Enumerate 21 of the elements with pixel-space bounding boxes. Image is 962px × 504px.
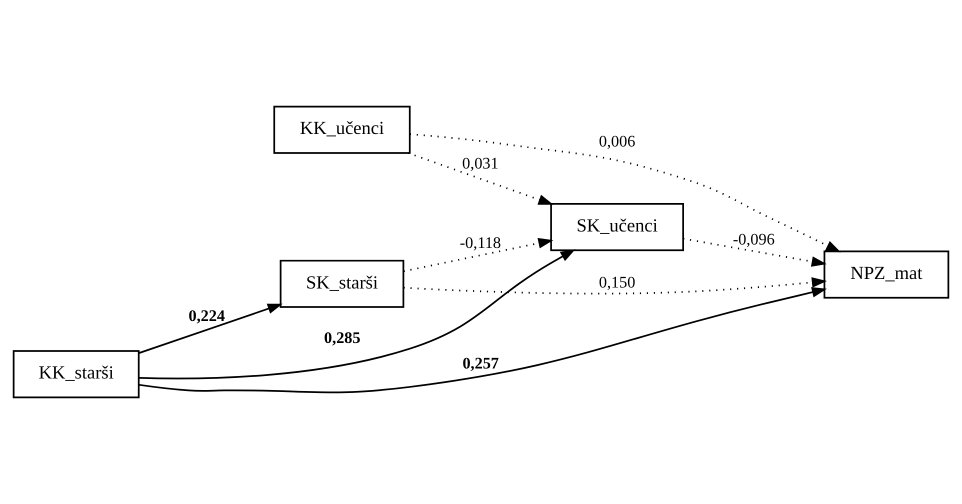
arrow: [410, 133, 841, 252]
arrow: [404, 238, 554, 272]
edge-label: 0,257: [462, 354, 499, 373]
node-box: KK_starši: [12, 350, 140, 398]
arrow: [138, 304, 283, 354]
arrow: [138, 249, 576, 380]
edge-label: -0,118: [460, 234, 502, 252]
node-box: KK_učenci: [273, 106, 411, 154]
node-box: NPZ_mat: [824, 250, 950, 299]
node-box: SK_starši: [280, 260, 404, 308]
edge-label: 0,031: [462, 154, 499, 172]
node-box: SK_učenci: [550, 203, 684, 252]
edge-label: 0,224: [188, 307, 225, 326]
edge-label: 0,285: [324, 329, 361, 348]
arrow: [408, 152, 554, 205]
edge-label: 0,006: [598, 132, 636, 150]
edge-label: -0,096: [732, 230, 775, 249]
edge-label: 0,150: [598, 274, 636, 292]
arrow: [138, 287, 827, 394]
arrow: [683, 238, 827, 267]
arrow: [404, 277, 827, 294]
